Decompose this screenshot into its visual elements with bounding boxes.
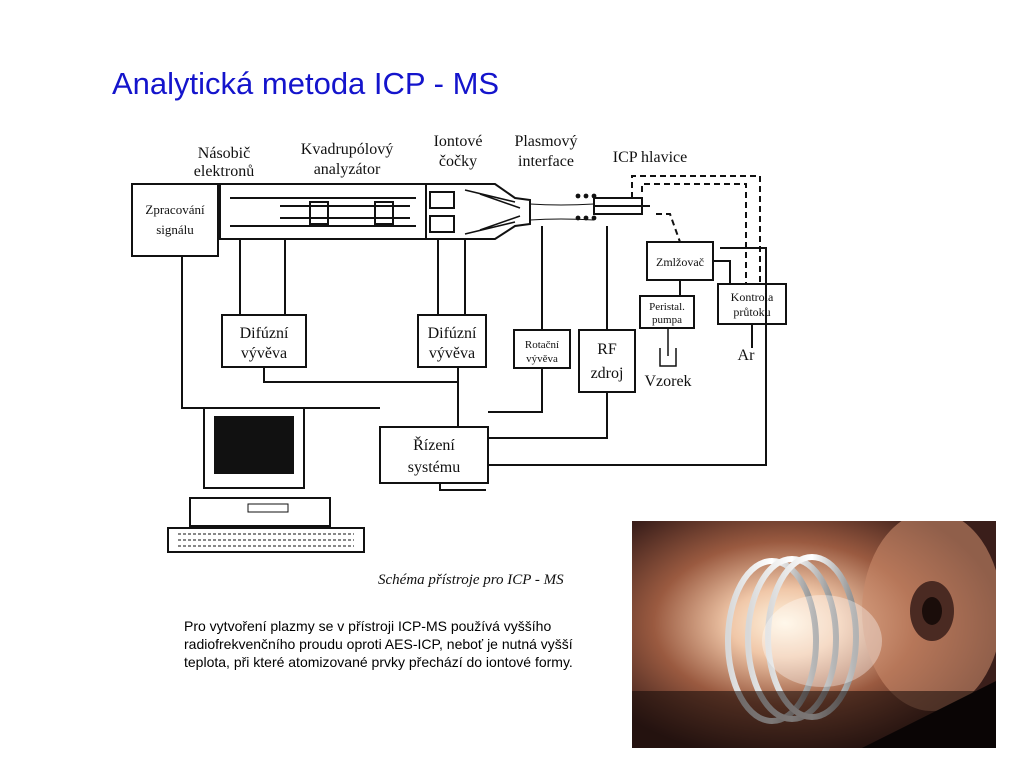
signal-processing-box	[131, 183, 219, 257]
label-kontrola-1: Kontrola	[731, 290, 774, 304]
label-zpracovani-2: signálu	[156, 222, 194, 237]
ion-lens-bottom	[429, 215, 455, 233]
label-rf-2: zdroj	[591, 365, 624, 382]
label-difuzni2-2: vývěva	[429, 345, 475, 362]
label-iontove-1: Iontové	[434, 133, 483, 150]
label-icp-hlavice: ICP hlavice	[613, 149, 688, 166]
mass-analyzer-chamber	[219, 183, 427, 240]
label-nasobic-2: elektronů	[194, 163, 254, 180]
label-ar: Ar	[738, 347, 756, 364]
label-nasobic-1: Násobič	[198, 145, 250, 162]
label-plasmovy-2: interface	[518, 153, 574, 170]
interface-chamber	[426, 183, 531, 240]
slide-title: Analytická metoda ICP - MS	[112, 66, 500, 101]
label-plasmovy-1: Plasmový	[514, 133, 577, 150]
label-rizeni-1: Řízení	[413, 435, 455, 454]
icp-ms-schematic: Násobič elektronů Kvadrupólový analyzáto…	[120, 120, 820, 560]
quadrupole-electrode-2	[374, 201, 394, 225]
label-rotacni-2: vývěva	[526, 353, 558, 365]
label-kvadrupol-1: Kvadrupólový	[301, 141, 393, 158]
label-rotacni-1: Rotační	[525, 339, 559, 351]
diagram-caption: Schéma přístroje pro ICP - MS	[378, 572, 564, 588]
label-peristal-2: pumpa	[652, 314, 682, 326]
rf-source-box	[578, 329, 636, 393]
quadrupole-electrode-1	[309, 201, 329, 225]
label-rf-1: RF	[597, 341, 617, 358]
peristaltic-pump-box	[639, 295, 695, 329]
ion-lens-top	[429, 191, 455, 209]
label-kvadrupol-2: analyzátor	[314, 161, 381, 178]
label-rizeni-2: systému	[408, 459, 460, 476]
sample-beaker-icon	[659, 348, 677, 367]
label-difuzni2-1: Difúzní	[428, 325, 477, 342]
label-kontrola-2: průtoku	[733, 305, 770, 319]
description-paragraph: Pro vytvoření plazmy se v přístroji ICP-…	[184, 618, 573, 670]
computer-icon	[167, 407, 365, 553]
label-zmlzovac: Zmlžovač	[656, 255, 704, 269]
system-control-box	[379, 426, 489, 484]
plasma-torch-photo	[632, 521, 996, 748]
label-iontove-2: čočky	[439, 153, 477, 170]
label-difuzni1-2: vývěva	[241, 345, 287, 362]
label-peristal-1: Peristal.	[649, 301, 685, 313]
label-zpracovani-1: Zpracování	[145, 202, 205, 217]
diffusion-pump-2-box	[417, 314, 487, 368]
label-vzorek: Vzorek	[644, 373, 691, 390]
label-difuzni1-1: Difúzní	[240, 325, 289, 342]
